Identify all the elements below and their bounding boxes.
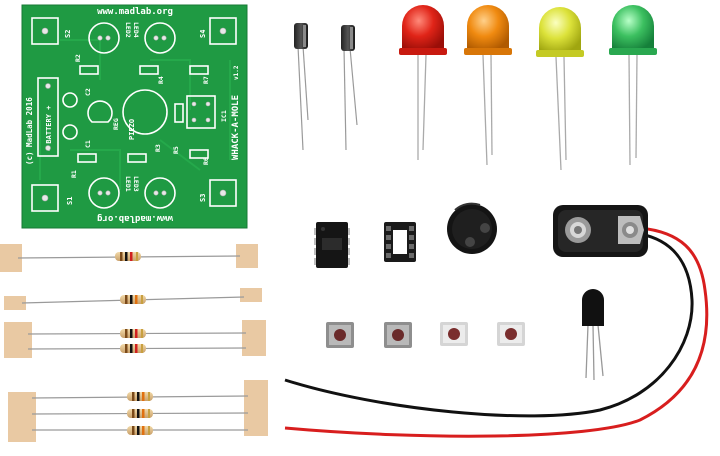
svg-text:S3: S3 — [199, 194, 207, 202]
ic-chip — [314, 222, 350, 268]
led-green — [609, 5, 657, 166]
svg-text:R1: R1 — [70, 170, 78, 178]
svg-text:IC1: IC1 — [220, 110, 228, 122]
switch-s2-footprint: S2 — [31, 17, 72, 45]
svg-text:S2: S2 — [64, 30, 72, 38]
pcb-version: v1.2 — [233, 65, 240, 80]
svg-text:R4: R4 — [157, 76, 165, 84]
switch-s4-footprint: S4 — [199, 17, 237, 45]
svg-text:R7: R7 — [202, 76, 210, 84]
pcb-url-bottom: www.madlab.org — [97, 213, 173, 223]
switch-s1-footprint: S1 — [31, 184, 74, 212]
resistor-strip-4 — [8, 380, 268, 442]
battery-label: - BATTERY + — [45, 106, 53, 152]
svg-text:PIEZO: PIEZO — [128, 119, 136, 140]
svg-text:R5: R5 — [172, 146, 180, 154]
misc-footprints: C2 C1 REG PIEZO IC1 — [62, 88, 228, 148]
svg-text:C1: C1 — [84, 140, 92, 148]
pcb-url-top: www.madlab.org — [97, 7, 173, 17]
tactile-button-4 — [497, 322, 525, 346]
battery-clip — [284, 205, 709, 438]
pcb-copyright: (c) MadLab 2016 — [25, 97, 34, 165]
svg-text:LED2: LED2 — [124, 22, 132, 38]
led-yellow — [536, 7, 584, 171]
svg-text:S1: S1 — [66, 197, 74, 205]
svg-text:R3: R3 — [154, 144, 162, 152]
led-footprints: LED2 LED4 LED1 LED3 — [88, 22, 176, 209]
svg-text:R6: R6 — [202, 157, 210, 165]
transistor — [582, 289, 604, 381]
led-orange — [464, 5, 512, 166]
tactile-button-1 — [326, 322, 354, 348]
battery-outline — [37, 77, 59, 157]
tactile-button-2 — [384, 322, 412, 348]
resistor-strip-3 — [4, 320, 266, 358]
svg-text:C2: C2 — [84, 88, 92, 96]
svg-text:S4: S4 — [199, 30, 207, 38]
resistor-footprints: R2 R4 R7 R1 R3 R6 R5 — [70, 54, 210, 178]
resistor-strip-2 — [4, 288, 262, 310]
pcb-title: WHACK-A-MOLE — [231, 95, 241, 160]
capacitor-2 — [341, 25, 358, 151]
svg-text:REG: REG — [112, 118, 120, 130]
tactile-button-3 — [440, 322, 468, 346]
ic-socket — [384, 222, 416, 262]
svg-text:LED4: LED4 — [132, 22, 140, 38]
capacitor-1 — [294, 23, 309, 151]
piezo-buzzer — [447, 202, 497, 254]
pcb-board: www.madlab.org www.madlab.org WHACK-A-MO… — [21, 4, 248, 229]
resistor-strip-1 — [0, 244, 258, 272]
led-red — [399, 5, 447, 160]
svg-text:LED3: LED3 — [132, 176, 140, 192]
switch-s3-footprint: S3 — [199, 179, 237, 207]
svg-text:R2: R2 — [74, 54, 82, 62]
svg-text:LED1: LED1 — [124, 176, 132, 192]
